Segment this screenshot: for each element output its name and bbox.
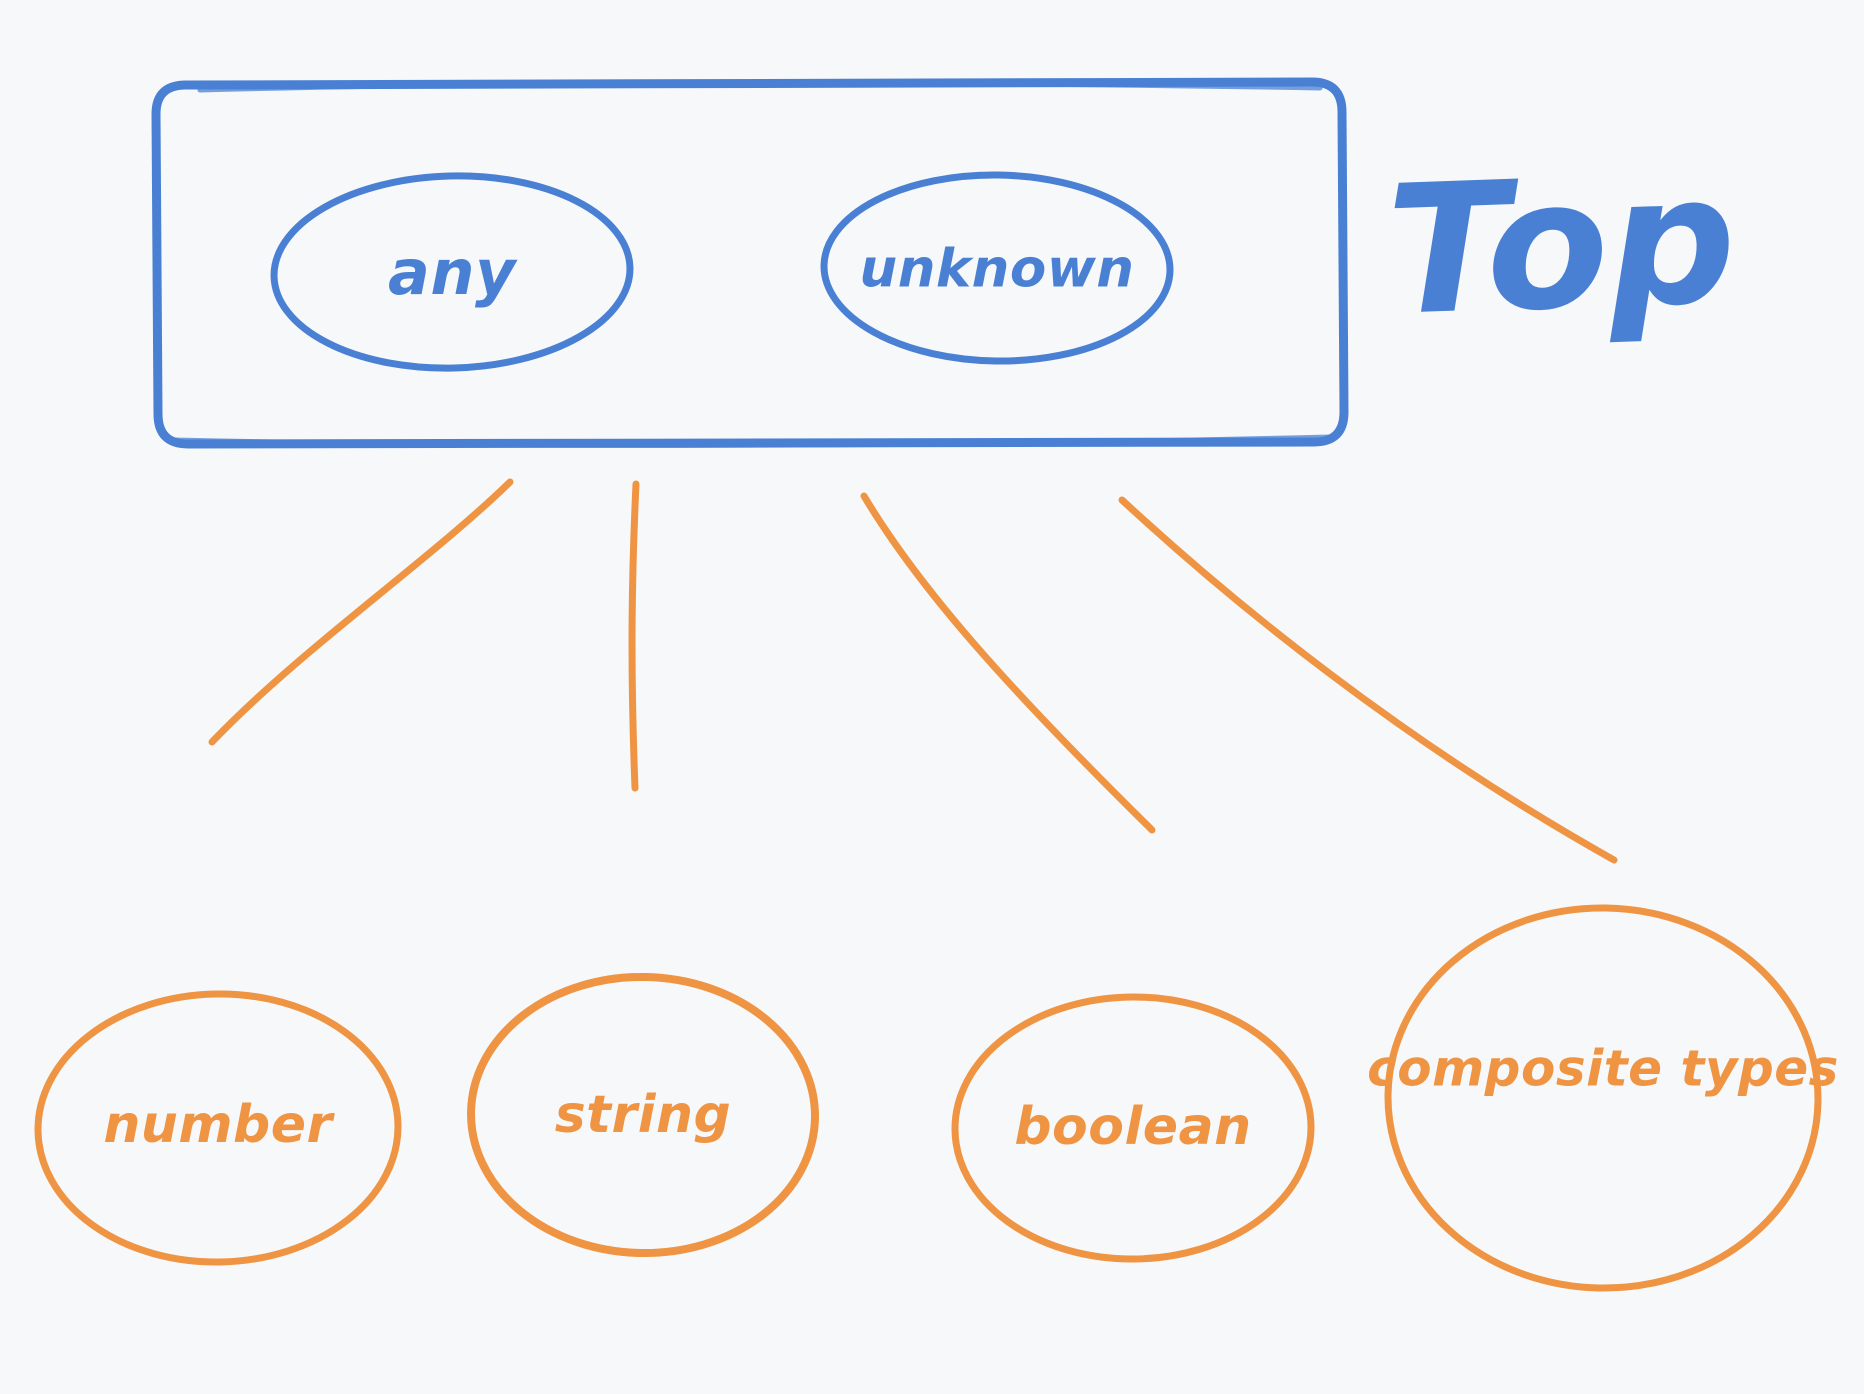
top-types-box-sketch-overlay-bottom — [172, 434, 1333, 448]
node-composite-types-label: composite types — [1367, 1040, 1839, 1098]
node-boolean-label: boolean — [1014, 1097, 1251, 1157]
node-string-ellipse — [467, 972, 819, 1258]
node-unknown-ellipse — [820, 171, 1174, 365]
node-boolean[interactable]: boolean — [951, 993, 1315, 1263]
connector-composite[interactable] — [1118, 496, 1618, 864]
top-types-box[interactable] — [151, 77, 1349, 449]
top-title-label: Top — [1384, 136, 1739, 355]
node-number[interactable]: number — [34, 990, 402, 1266]
node-composite-types-ellipse — [1384, 904, 1822, 1292]
node-unknown[interactable]: unknown — [820, 171, 1174, 365]
node-any-label: any — [388, 236, 518, 309]
node-any-ellipse — [270, 172, 634, 372]
node-boolean-ellipse — [951, 993, 1315, 1263]
node-string-label: string — [555, 1085, 732, 1145]
node-any[interactable]: any — [270, 171, 634, 372]
node-number-ellipse — [34, 990, 402, 1266]
top-types-box-sketch-overlay — [197, 80, 1323, 93]
top-types-box-outline — [151, 77, 1349, 449]
connector-group — [208, 478, 1618, 864]
node-unknown-label: unknown — [859, 239, 1134, 300]
node-composite-types[interactable]: composite types — [1367, 904, 1839, 1292]
connector-string[interactable] — [628, 480, 640, 792]
connector-boolean[interactable] — [860, 492, 1156, 834]
node-number-label: number — [103, 1095, 335, 1155]
node-string[interactable]: string — [467, 972, 819, 1258]
connector-number[interactable] — [208, 478, 514, 746]
